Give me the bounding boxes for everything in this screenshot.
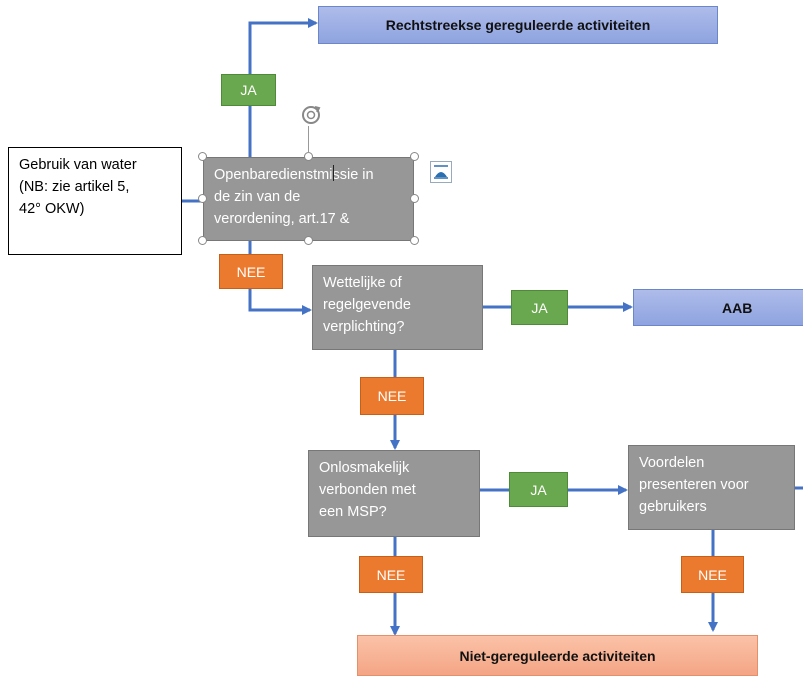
question-legal-obligation: Wettelijke of regelgevende verplichting?: [312, 265, 483, 350]
result-non-regulated: Niet-gereguleerde activiteiten: [357, 635, 758, 676]
result-non-regulated-label: Niet-gereguleerde activiteiten: [459, 647, 656, 664]
resize-handle-tr[interactable]: [410, 152, 419, 161]
nee-text: NEE: [236, 263, 266, 280]
q3-line-1: Onlosmakelijk: [319, 460, 410, 476]
rotate-connector: [308, 126, 309, 153]
resize-handle-br[interactable]: [410, 236, 419, 245]
result-direct-regulated-label: Rechtstreekse gereguleerde activiteiten: [385, 17, 651, 33]
rotate-handle-icon[interactable]: [300, 104, 322, 126]
nee-label-q3: NEE: [359, 556, 423, 593]
q3-line-2: verbonden met: [319, 482, 416, 498]
q4-line-2: presenteren voor: [639, 477, 749, 493]
nee-text: NEE: [377, 388, 407, 404]
ja-text: JA: [530, 481, 547, 498]
q2-line-3: verplichting?: [323, 319, 405, 335]
arrow-q1-to-top: [248, 18, 318, 157]
resize-handle-tl[interactable]: [198, 152, 207, 161]
ja-label-q2: JA: [511, 290, 568, 325]
q4-line-3: gebruikers: [639, 499, 707, 515]
q1-line-3: verordening, art.17 &: [214, 211, 350, 227]
question-inseparable-msp: Onlosmakelijk verbonden met een MSP?: [308, 450, 480, 537]
layout-options-icon[interactable]: [430, 161, 452, 183]
ja-label-top: JA: [221, 74, 276, 106]
ja-text: JA: [240, 82, 257, 98]
nee-label-q1: NEE: [219, 254, 283, 289]
resize-handle-tm[interactable]: [304, 152, 313, 161]
resize-handle-bm[interactable]: [304, 236, 313, 245]
ja-text: JA: [531, 299, 548, 316]
nee-text: NEE: [376, 566, 406, 583]
nee-label-q2: NEE: [360, 377, 424, 415]
source-line-1: Gebruik van water: [19, 157, 137, 173]
ja-label-q3: JA: [509, 472, 568, 507]
result-aab: AAB: [633, 289, 803, 326]
question-user-benefits: Voordelen presenteren voor gebruikers: [628, 445, 795, 530]
nee-label-q4: NEE: [681, 556, 744, 593]
source-line-3: 42° OKW): [19, 201, 85, 217]
text-cursor: [333, 165, 334, 181]
question-public-service-mission[interactable]: Openbaredienstmissie in de zin van de ve…: [203, 157, 414, 241]
source-box-water-use: Gebruik van water (NB: zie artikel 5, 42…: [8, 147, 182, 255]
q4-line-1: Voordelen: [639, 455, 705, 471]
result-direct-regulated: Rechtstreekse gereguleerde activiteiten: [318, 6, 718, 44]
q1-line-1: Openbaredienstmissie in: [214, 167, 374, 183]
source-line-2: (NB: zie artikel 5,: [19, 179, 130, 195]
q1-line-2: de zin van de: [214, 189, 301, 205]
q3-line-3: een MSP?: [319, 504, 387, 520]
resize-handle-bl[interactable]: [198, 236, 207, 245]
result-aab-label: AAB: [722, 299, 753, 316]
nee-text: NEE: [698, 566, 727, 583]
q2-line-2: regelgevende: [323, 297, 411, 313]
resize-handle-ml[interactable]: [198, 194, 207, 203]
resize-handle-mr[interactable]: [410, 194, 419, 203]
q2-line-1: Wettelijke of: [323, 275, 402, 291]
